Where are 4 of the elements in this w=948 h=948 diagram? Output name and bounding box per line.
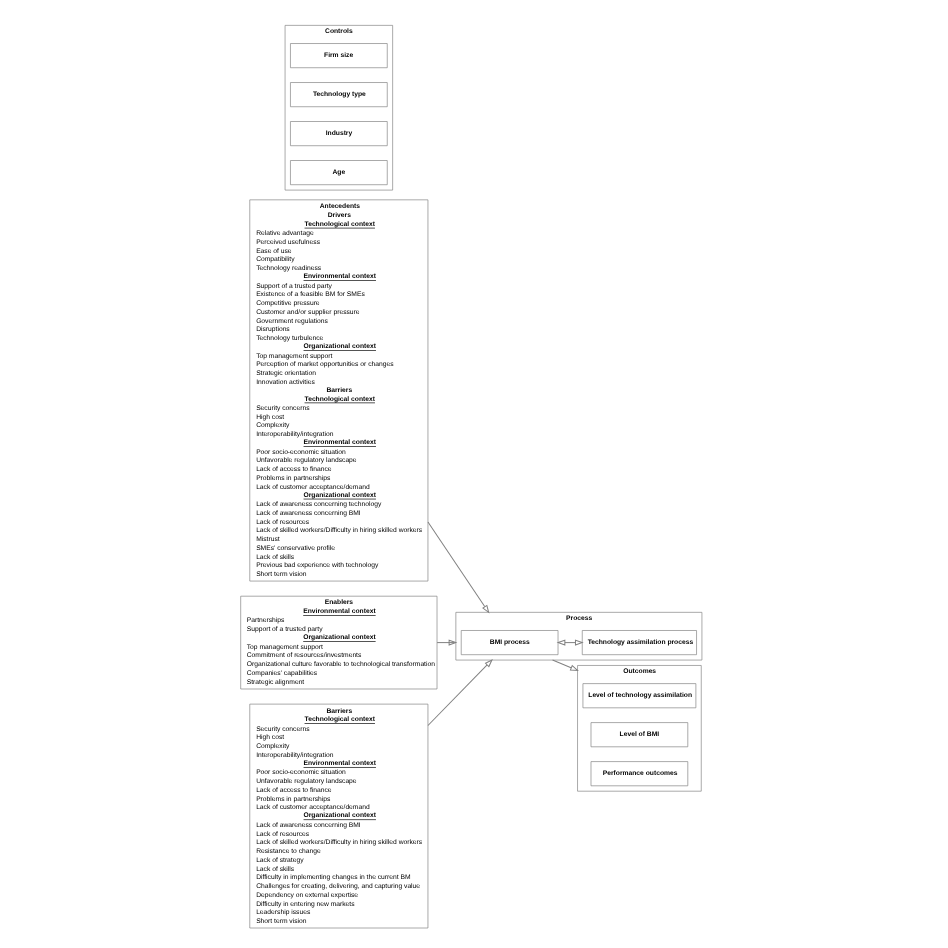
arrow xyxy=(427,659,493,727)
arrow xyxy=(556,639,584,646)
arrow xyxy=(427,521,490,614)
arrow xyxy=(552,659,579,671)
